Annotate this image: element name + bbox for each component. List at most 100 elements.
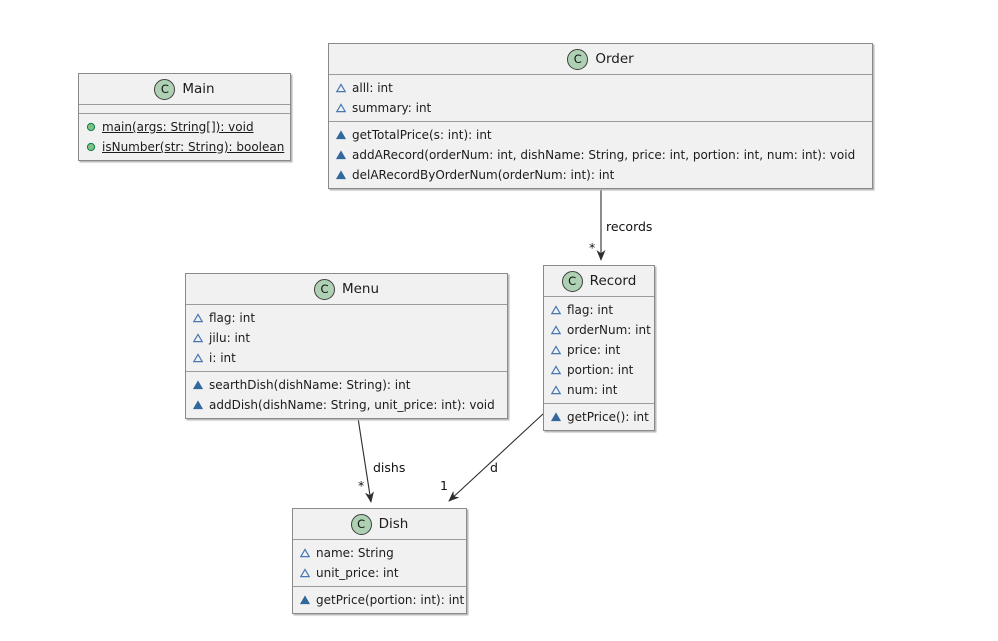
public-static-method-icon [86, 142, 96, 152]
methods-compartment: getPrice(portion: int): int [293, 587, 466, 613]
methods-compartment: main(args: String[]): void isNumber(str:… [79, 114, 290, 160]
method-row: getPrice(portion: int): int [300, 590, 464, 610]
class-header-order: C Order [329, 44, 872, 75]
class-stereotype-icon: C [561, 270, 583, 292]
class-name-menu: Menu [341, 281, 380, 297]
package-field-icon [193, 353, 203, 363]
edge-label-dishs: dishs [373, 460, 406, 475]
multiplicity-order-record: * [589, 240, 596, 255]
package-field-icon [300, 568, 310, 578]
field-row: jilu: int [193, 328, 500, 348]
package-field-icon [193, 333, 203, 343]
field-text: flag: int [567, 303, 614, 317]
class-name-dish: Dish [378, 516, 409, 532]
methods-compartment: getTotalPrice(s: int): int addARecord(or… [329, 122, 872, 188]
package-method-icon [193, 400, 203, 410]
method-row: main(args: String[]): void [86, 117, 283, 137]
class-header-menu: C Menu [186, 274, 507, 305]
package-field-icon [551, 345, 561, 355]
package-method-icon [336, 150, 346, 160]
public-static-method-icon [86, 122, 96, 132]
field-row: name: String [300, 543, 459, 563]
method-text: getPrice(portion: int): int [316, 593, 465, 607]
package-method-icon [551, 412, 561, 422]
field-text: i: int [209, 351, 236, 365]
method-row: isNumber(str: String): boolean [86, 137, 285, 157]
field-row: unit_price: int [300, 563, 459, 583]
methods-compartment: searthDish(dishName: String): int addDis… [186, 372, 507, 418]
class-header-record: C Record [544, 266, 654, 297]
class-stereotype-icon: C [350, 513, 372, 535]
class-box-order: C Order alll: int summary: int getTotalP… [328, 43, 873, 189]
method-row: searthDish(dishName: String): int [193, 375, 500, 395]
method-text: getPrice(): int [567, 410, 649, 424]
package-method-icon [336, 130, 346, 140]
edge-menu-dish [357, 417, 374, 503]
field-row: flag: int [193, 308, 500, 328]
field-text: jilu: int [209, 331, 251, 345]
method-text: main(args: String[]): void [102, 120, 254, 134]
package-method-icon [336, 170, 346, 180]
fields-compartment: alll: int summary: int [329, 75, 872, 122]
field-text: flag: int [209, 311, 256, 325]
multiplicity-menu-dish: * [358, 478, 365, 493]
field-row: flag: int [551, 300, 647, 320]
class-stereotype-icon: C [567, 48, 589, 70]
method-row: getPrice(): int [551, 407, 649, 427]
field-text: summary: int [352, 101, 432, 115]
field-text: price: int [567, 343, 621, 357]
class-box-main: C Main main(args: String[]): void isNumb… [78, 73, 291, 161]
package-field-icon [336, 103, 346, 113]
field-text: name: String [316, 546, 394, 560]
method-row: getTotalPrice(s: int): int [336, 125, 865, 145]
package-field-icon [300, 548, 310, 558]
method-text: getTotalPrice(s: int): int [352, 128, 492, 142]
package-method-icon [300, 595, 310, 605]
method-text: delARecordByOrderNum(orderNum: int): int [352, 168, 615, 182]
class-box-menu: C Menu flag: int jilu: int i: int searth… [185, 273, 508, 419]
multiplicity-record-dish: 1 [440, 478, 448, 493]
field-text: portion: int [567, 363, 634, 377]
class-box-dish: C Dish name: String unit_price: int getP… [292, 508, 467, 614]
method-text: addDish(dishName: String, unit_price: in… [209, 398, 495, 412]
method-row: addARecord(orderNum: int, dishName: Stri… [336, 145, 865, 165]
field-row: orderNum: int [551, 320, 651, 340]
fields-compartment: flag: int jilu: int i: int [186, 305, 507, 372]
package-field-icon [193, 313, 203, 323]
field-row: i: int [193, 348, 500, 368]
method-text: addARecord(orderNum: int, dishName: Stri… [352, 148, 856, 162]
fields-compartment: flag: int orderNum: int price: int porti… [544, 297, 654, 404]
class-name-main: Main [182, 81, 215, 97]
package-field-icon [551, 365, 561, 375]
package-field-icon [551, 385, 561, 395]
edge-record-dish [448, 413, 544, 502]
field-text: alll: int [352, 81, 393, 95]
edge-label-d: d [490, 460, 498, 475]
class-box-record: C Record flag: int orderNum: int price: … [543, 265, 655, 431]
class-name-record: Record [589, 273, 637, 289]
method-row: delARecordByOrderNum(orderNum: int): int [336, 165, 865, 185]
field-row: summary: int [336, 98, 865, 118]
method-text: isNumber(str: String): boolean [102, 140, 285, 154]
package-method-icon [193, 380, 203, 390]
class-header-dish: C Dish [293, 509, 466, 540]
field-row: price: int [551, 340, 647, 360]
methods-compartment: getPrice(): int [544, 404, 654, 430]
field-row: alll: int [336, 78, 865, 98]
field-row: portion: int [551, 360, 647, 380]
fields-compartment-empty [79, 105, 290, 114]
package-field-icon [551, 325, 561, 335]
package-field-icon [336, 83, 346, 93]
edge-label-records: records [606, 219, 653, 234]
class-header-main: C Main [79, 74, 290, 105]
class-stereotype-icon: C [154, 78, 176, 100]
field-text: orderNum: int [567, 323, 651, 337]
method-text: searthDish(dishName: String): int [209, 378, 411, 392]
field-text: unit_price: int [316, 566, 399, 580]
field-text: num: int [567, 383, 618, 397]
method-row: addDish(dishName: String, unit_price: in… [193, 395, 500, 415]
class-stereotype-icon: C [313, 278, 335, 300]
package-field-icon [551, 305, 561, 315]
